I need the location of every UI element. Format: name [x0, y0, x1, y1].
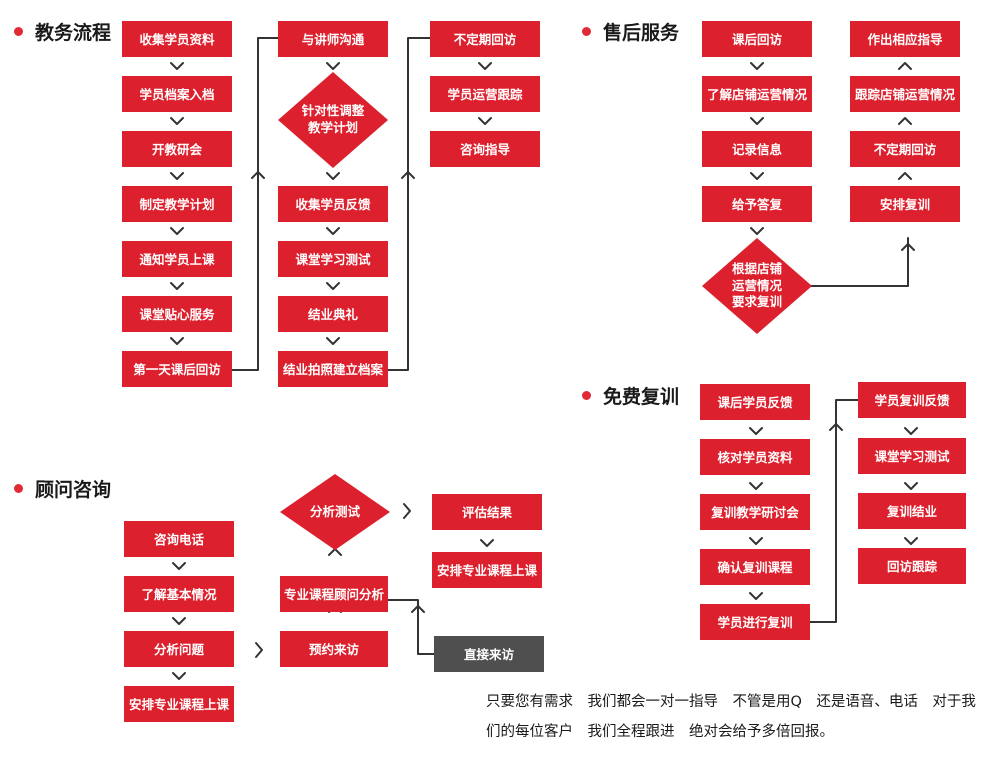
teaching-step: 通知学员上课: [122, 241, 232, 277]
retrain-step: 学员进行复训: [700, 604, 810, 640]
consult-decision-diamond: 分析测试: [280, 474, 390, 550]
teaching-step: 结业拍照建立档案: [278, 351, 388, 387]
teaching-step: 与讲师沟通: [278, 21, 388, 57]
aftersale-step: 课后回访: [702, 21, 812, 57]
teaching-step: 课堂贴心服务: [122, 296, 232, 332]
aftersale-step: 记录信息: [702, 131, 812, 167]
consult-direct-visit: 直接来访: [434, 636, 544, 672]
section-title-consult: 顾问咨询: [14, 475, 111, 502]
teaching-step: 咨询指导: [430, 131, 540, 167]
retrain-step: 核对学员资料: [700, 439, 810, 475]
aftersale-connector: [810, 237, 909, 287]
consult-right-chevron-2: [403, 503, 411, 519]
consult-step: 预约来访: [280, 631, 388, 667]
teaching-step: 收集学员反馈: [278, 186, 388, 222]
retrain-step: 复训结业: [858, 493, 966, 529]
retrain-step: 确认复训课程: [700, 549, 810, 585]
consult-step: 评估结果: [432, 494, 542, 530]
consult-step: 安排专业课程上课: [124, 686, 234, 722]
teaching-step: 开教研会: [122, 131, 232, 167]
aftersale-decision-diamond: 根据店铺 运营情况 要求复训: [702, 238, 812, 334]
service-note: 只要您有需求 我们都会一对一指导 不管是用Q 还是语音、电话 对于我们的每位客户…: [486, 694, 976, 740]
section-title-teaching: 教务流程: [14, 18, 111, 45]
retrain-step: 学员复训反馈: [858, 382, 966, 418]
consult-direct-connector: [387, 599, 435, 655]
consult-step: 专业课程顾问分析: [280, 576, 388, 612]
bullet-dot-icon: [582, 27, 591, 36]
consult-right-chevron: [255, 642, 263, 658]
teaching-col2-arrows: [326, 62, 340, 345]
aftersale-step: 给予答复: [702, 186, 812, 222]
teaching-step: 结业典礼: [278, 296, 388, 332]
consult-step: 分析问题: [124, 631, 234, 667]
section-title-retrain: 免费复训: [582, 382, 679, 409]
teaching-step: 课堂学习测试: [278, 241, 388, 277]
bullet-dot-icon: [14, 484, 23, 493]
aftersale-step: 作出相应指导: [850, 21, 960, 57]
bullet-dot-icon: [582, 391, 591, 400]
bullet-dot-icon: [14, 27, 23, 36]
section-title-aftersale: 售后服务: [582, 18, 679, 45]
teaching-col1-arrows: [170, 62, 184, 345]
retrain-step: 课后学员反馈: [700, 384, 810, 420]
teaching-step: 收集学员资料: [122, 21, 232, 57]
aftersale-step: 不定期回访: [850, 131, 960, 167]
retrain-connector: [807, 399, 859, 623]
teaching-step: 学员运营跟踪: [430, 76, 540, 112]
teaching-step: 第一天课后回访: [122, 351, 232, 387]
consult-step: 了解基本情况: [124, 576, 234, 612]
consult-step: 咨询电话: [124, 521, 234, 557]
teaching-connector-1: [231, 37, 279, 371]
aftersale-step: 了解店铺运营情况: [702, 76, 812, 112]
retrain-step: 回访跟踪: [858, 548, 966, 584]
aftersale-step: 跟踪店铺运营情况: [850, 76, 960, 112]
teaching-connector-2: [387, 37, 431, 371]
retrain-step: 课堂学习测试: [858, 438, 966, 474]
teaching-step: 学员档案入档: [122, 76, 232, 112]
teaching-step: 制定教学计划: [122, 186, 232, 222]
retrain-step: 复训教学研讨会: [700, 494, 810, 530]
teaching-decision-diamond: 针对性调整 教学计划: [278, 72, 388, 168]
aftersale-step: 安排复训: [850, 186, 960, 222]
teaching-step: 不定期回访: [430, 21, 540, 57]
consult-step: 安排专业课程上课: [432, 552, 542, 588]
